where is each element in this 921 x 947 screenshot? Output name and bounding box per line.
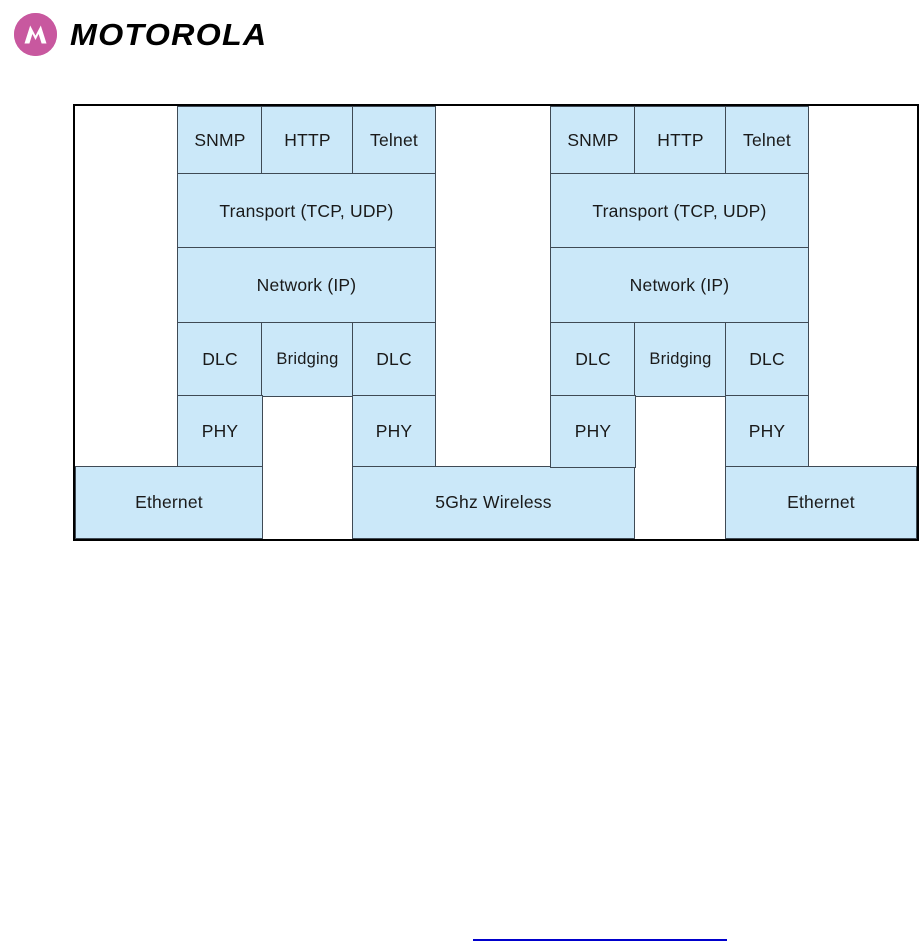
footer-hyperlink-underline[interactable] xyxy=(473,939,727,941)
motorola-wordmark: MOTOROLA xyxy=(70,16,268,52)
left-app-telnet-box: Telnet xyxy=(352,106,436,175)
right-network-box: Network (IP) xyxy=(550,247,809,324)
left-phy-2-box: PHY xyxy=(352,395,436,468)
right-transport-box: Transport (TCP, UDP) xyxy=(550,173,809,249)
wireless-medium-box: 5Ghz Wireless xyxy=(352,466,635,539)
left-phy-box: PHY xyxy=(177,395,263,468)
right-phy-2-box: PHY xyxy=(725,395,809,468)
left-app-snmp-box: SNMP xyxy=(177,106,263,175)
brand-header: MOTOROLA xyxy=(14,12,266,56)
motorola-batwing-icon xyxy=(14,12,57,56)
right-bridging-box: Bridging xyxy=(634,322,727,397)
right-ethernet-medium-box: Ethernet xyxy=(725,466,917,539)
protocol-stack-diagram: SNMP HTTP Telnet Transport (TCP, UDP) Ne… xyxy=(73,104,919,541)
left-dlc-box: DLC xyxy=(177,322,263,397)
left-network-box: Network (IP) xyxy=(177,247,436,324)
right-app-telnet-box: Telnet xyxy=(725,106,809,175)
left-dlc-2-box: DLC xyxy=(352,322,436,397)
left-transport-box: Transport (TCP, UDP) xyxy=(177,173,436,249)
right-app-snmp-box: SNMP xyxy=(550,106,636,175)
left-bridging-box: Bridging xyxy=(261,322,354,397)
right-app-http-box: HTTP xyxy=(634,106,727,175)
left-app-http-box: HTTP xyxy=(261,106,354,175)
right-dlc-2-box: DLC xyxy=(725,322,809,397)
right-dlc-box: DLC xyxy=(550,322,636,397)
left-ethernet-medium-box: Ethernet xyxy=(75,466,263,539)
right-phy-box: PHY xyxy=(550,395,636,468)
